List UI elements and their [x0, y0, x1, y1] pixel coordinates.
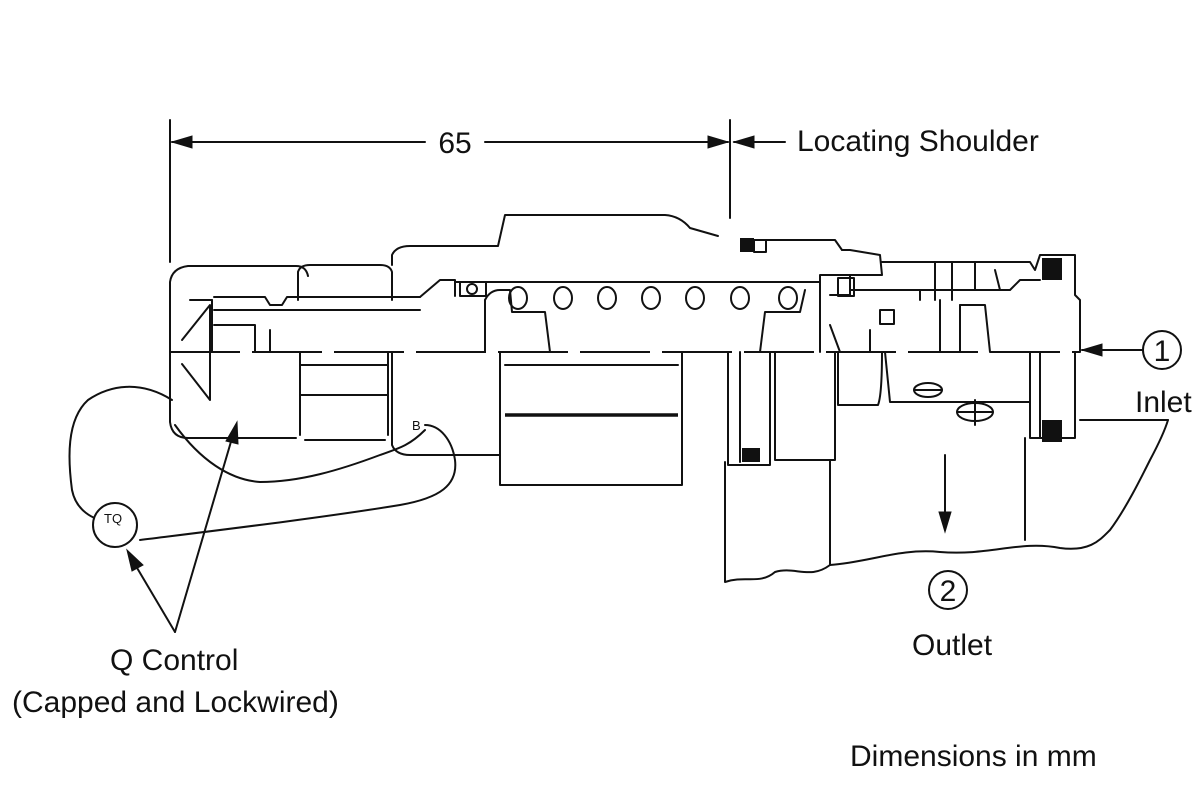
- q-control-note: (Capped and Lockwired): [12, 686, 339, 719]
- dimension-65: 65: [169, 119, 731, 263]
- q-control-leaders: [126, 420, 239, 633]
- outlet-port: 2 Outlet: [912, 454, 993, 662]
- valve-body: [169, 214, 1081, 486]
- locating-shoulder-callout: Locating Shoulder: [732, 125, 1039, 158]
- inlet-seal-top: [1042, 258, 1062, 280]
- tq-tag-label: TQ: [104, 511, 122, 526]
- outlet-number: 2: [940, 575, 957, 608]
- lower-seal: [742, 448, 760, 462]
- dimension-value: 65: [438, 127, 471, 160]
- dimensions-note: Dimensions in mm: [850, 740, 1097, 773]
- q-control-label: Q Control: [110, 644, 238, 677]
- inlet-number-badge: [1142, 330, 1182, 370]
- outlet-number-badge: [928, 570, 968, 610]
- inlet-seal-bottom: [1042, 420, 1062, 442]
- shoulder-seal: [740, 238, 754, 252]
- inlet-number: 1: [1154, 335, 1171, 368]
- inlet-port: 1 Inlet: [1080, 330, 1192, 419]
- tq-tag: [92, 502, 138, 548]
- inlet-label: Inlet: [1135, 386, 1192, 419]
- locating-shoulder-label: Locating Shoulder: [797, 125, 1039, 158]
- valve-cavity: [724, 419, 1169, 583]
- outlet-label: Outlet: [912, 629, 993, 662]
- lockwire: B TQ: [68, 385, 457, 548]
- port-b-label: B: [412, 418, 421, 433]
